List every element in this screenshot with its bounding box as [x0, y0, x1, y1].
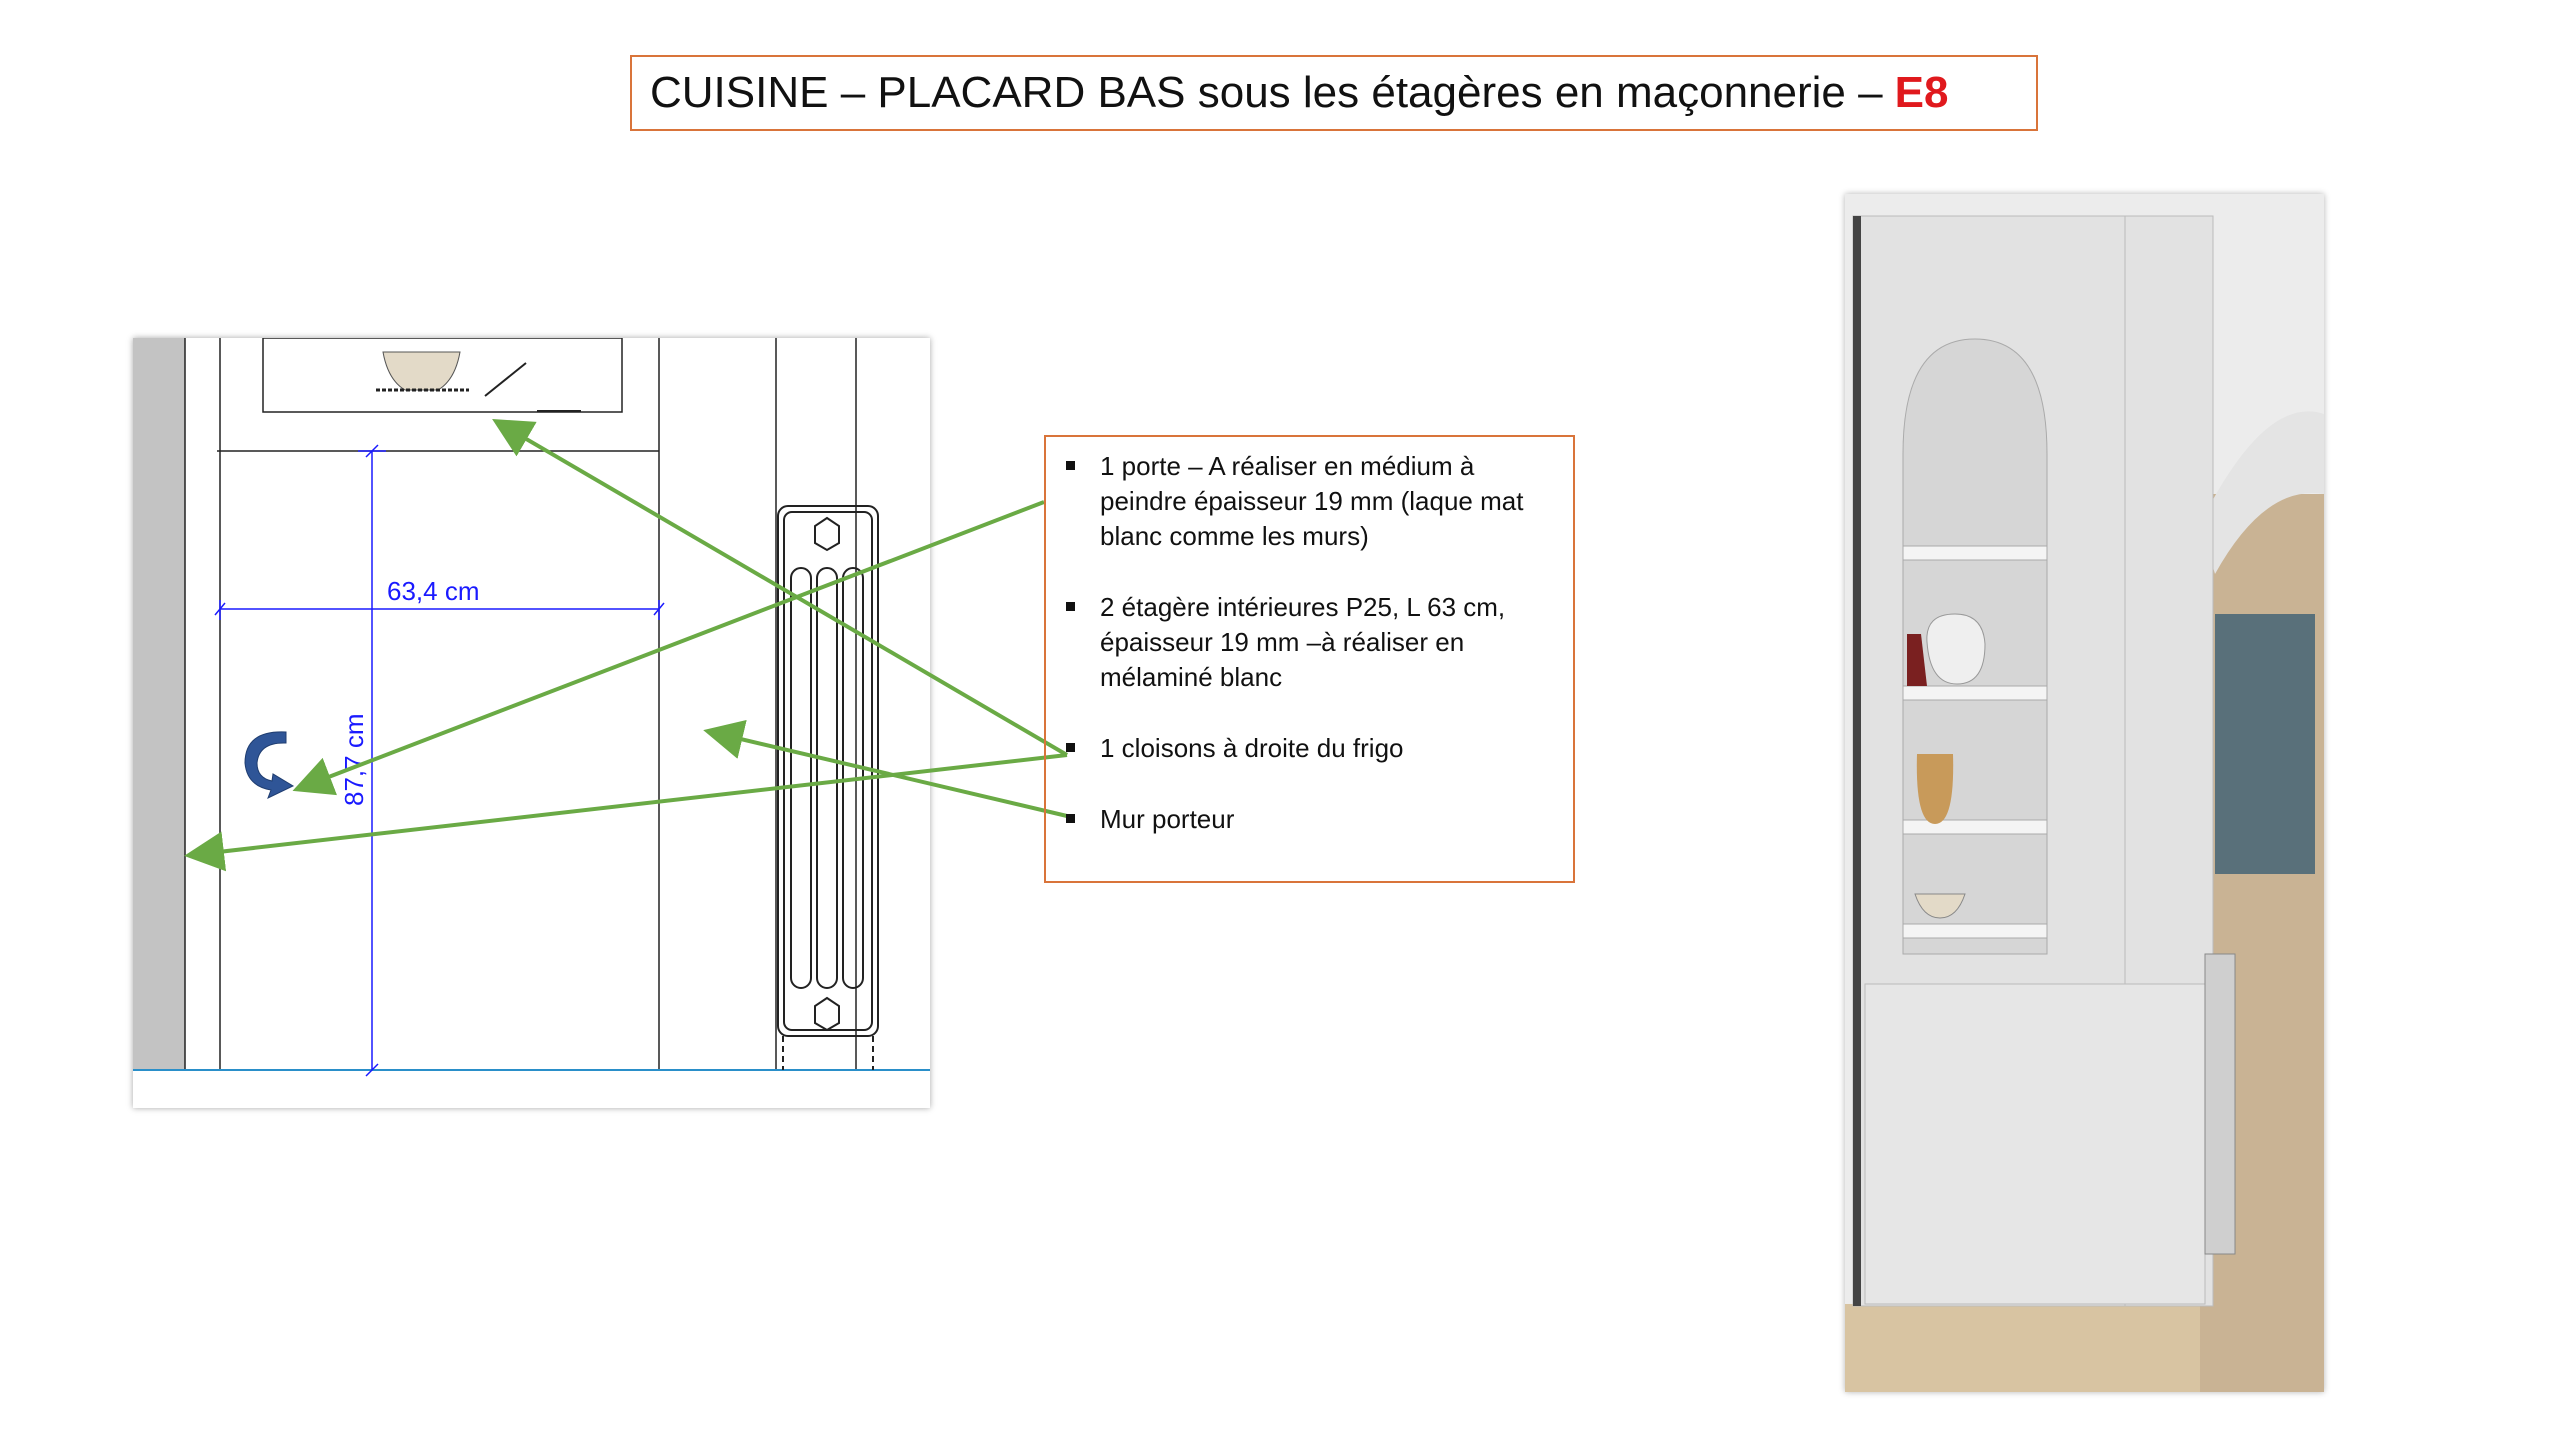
notes-box: 1 porte – A réaliser en médium à peindre… — [1044, 435, 1575, 883]
note-door: 1 porte – A réaliser en médium à peindre… — [1046, 449, 1553, 554]
arrow-wall — [184, 753, 1068, 872]
load-bearing-wall — [133, 338, 185, 1070]
upper-shelf-niche — [262, 337, 623, 413]
title-text: CUISINE – PLACARD BAS sous les étagères … — [650, 68, 1883, 117]
bowl-icon — [376, 351, 581, 412]
note-wall: Mur porteur — [1046, 802, 1553, 837]
width-label: 63,4 cm — [387, 576, 480, 606]
note-shelves: 2 étagère intérieures P25, L 63 cm, épai… — [1046, 590, 1553, 695]
note-partition: 1 cloisons à droite du frigo — [1046, 731, 1553, 766]
slide-title: CUISINE – PLACARD BAS sous les étagères … — [630, 55, 2038, 131]
width-dimension — [214, 600, 665, 620]
arrow-shelves — [492, 418, 1069, 757]
height-label: 87,7 cm — [339, 714, 369, 807]
arrow-door — [292, 500, 1045, 796]
elevation-drawing: 63,4 cm 87,7 cm — [133, 337, 930, 1108]
title-code: E8 — [1894, 68, 1949, 117]
elevation-svg: 63,4 cm 87,7 cm — [133, 337, 930, 1077]
3d-render-image — [1845, 194, 2324, 1392]
arrow-partition — [703, 719, 1068, 818]
